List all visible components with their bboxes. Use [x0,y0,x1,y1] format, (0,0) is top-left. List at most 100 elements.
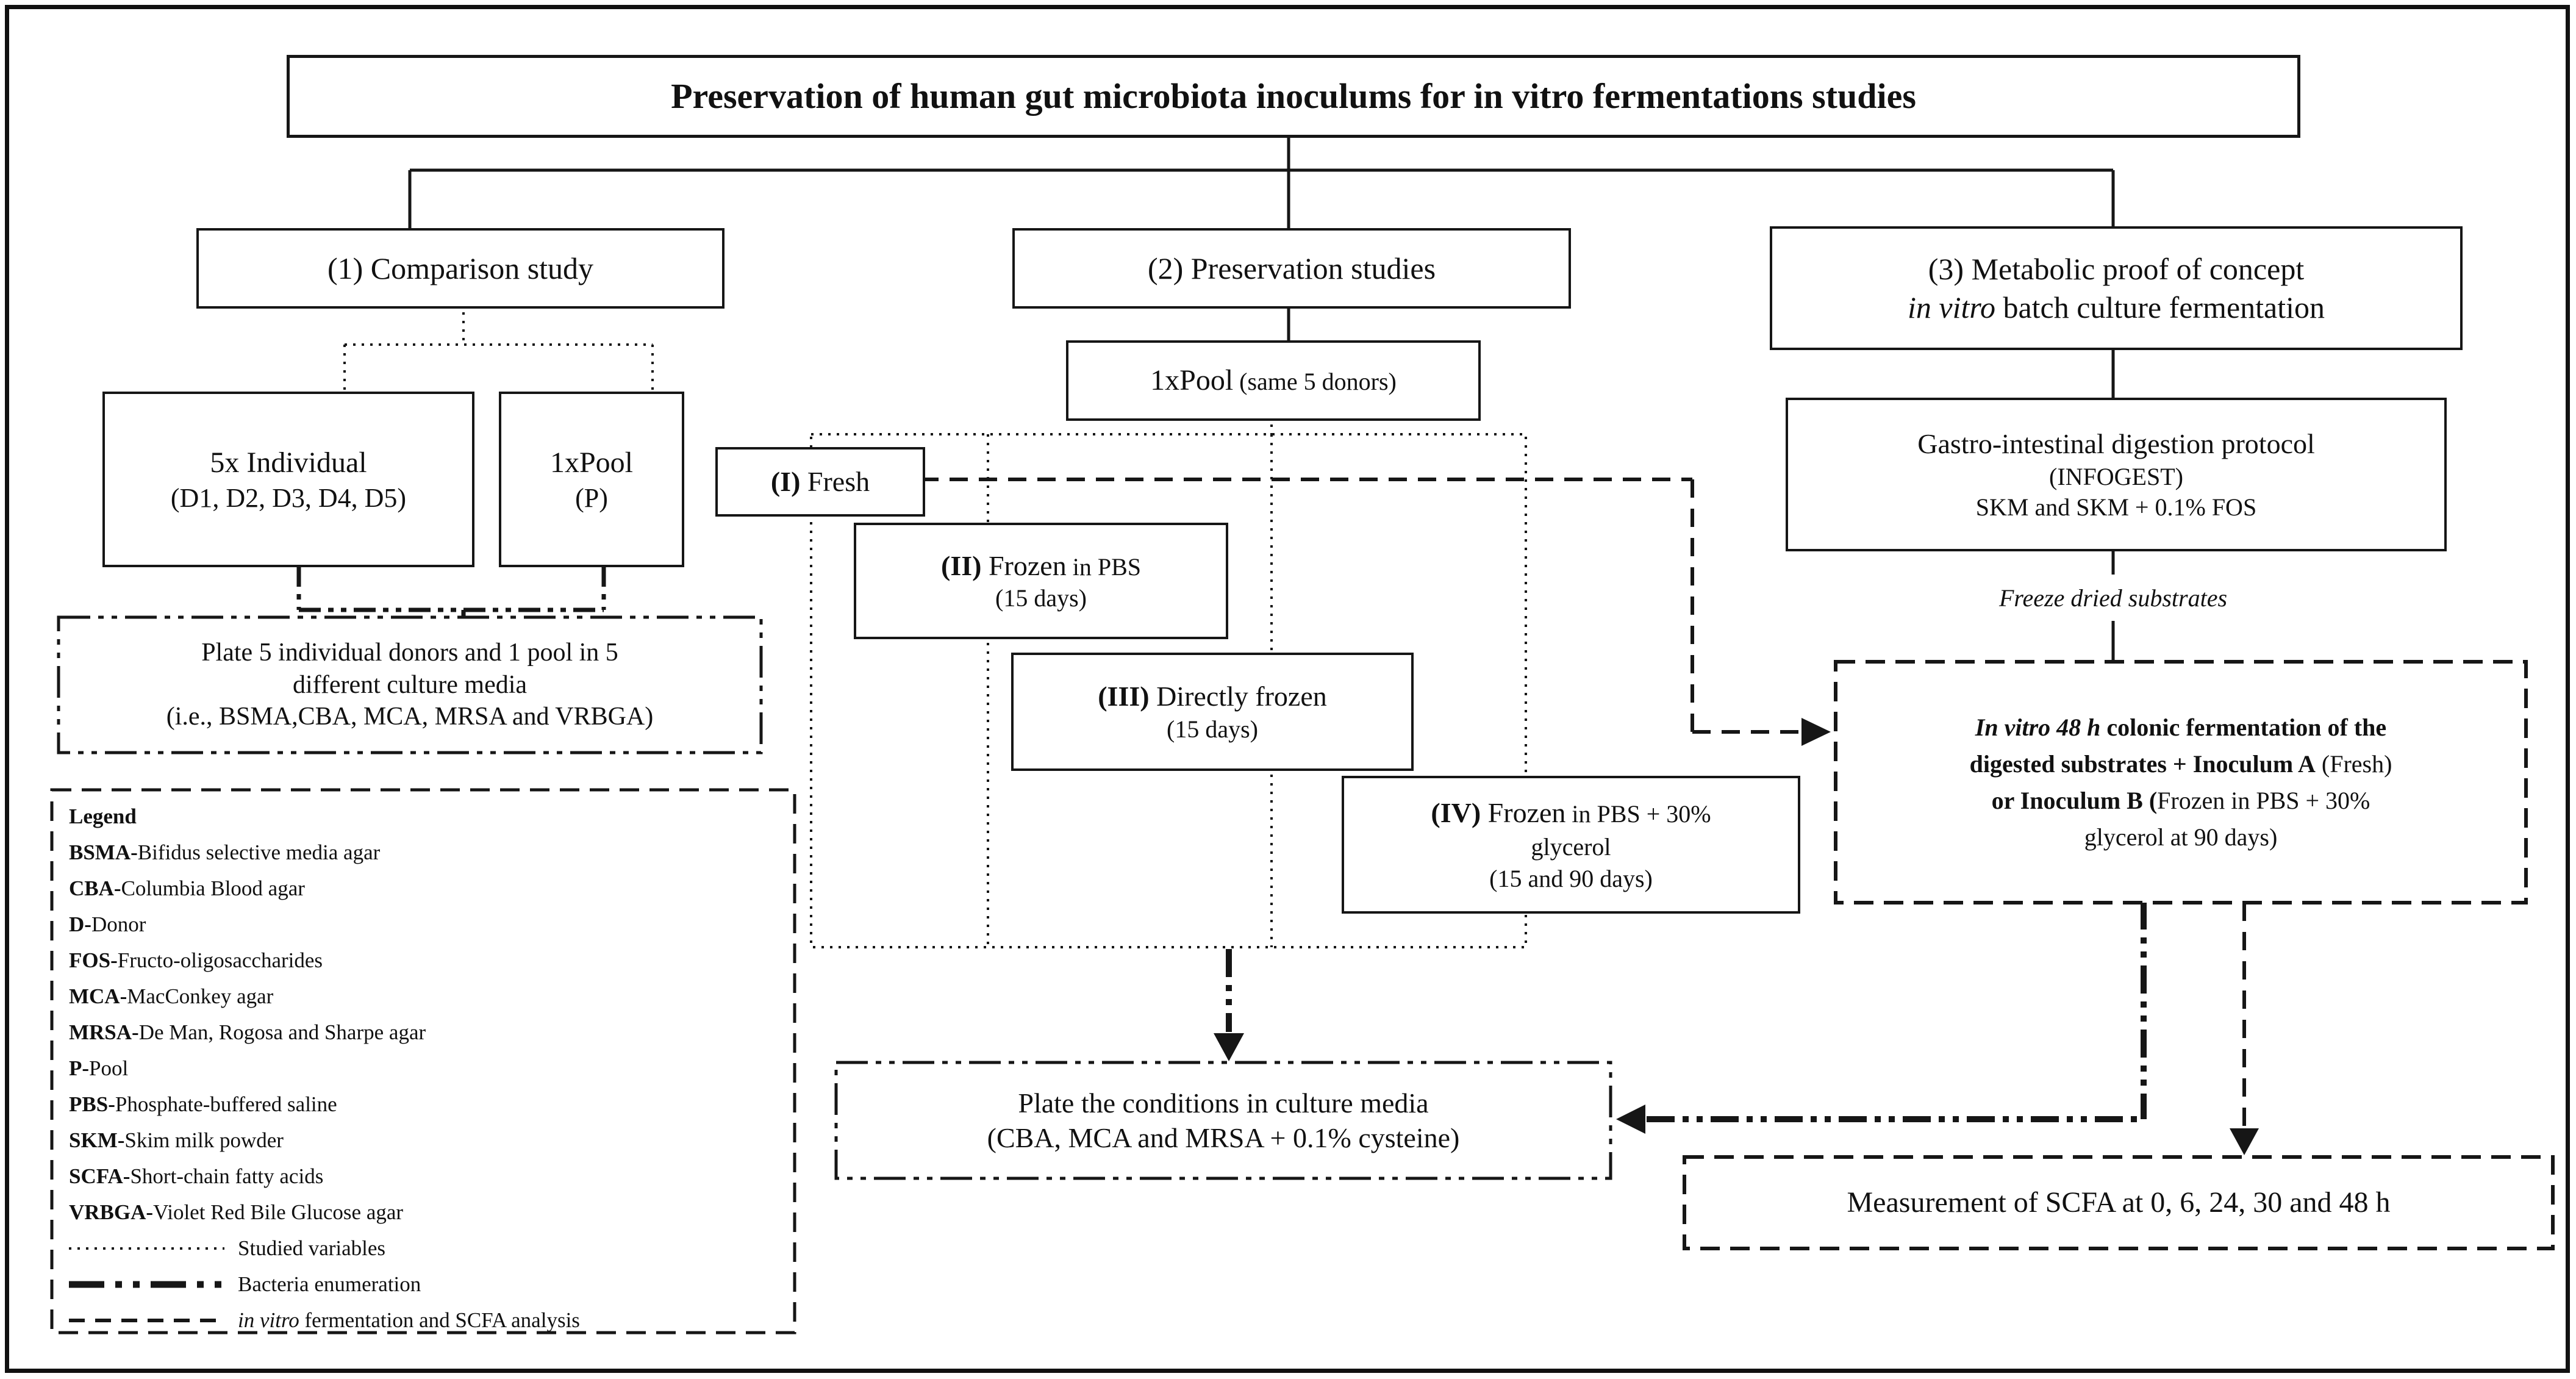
box-1xpool-p: 1xPool (P) [499,392,684,567]
figure-title-text: Preservation of human gut microbiota ino… [671,76,1916,116]
arrow-left-into-plate-conditions [1616,1105,1645,1134]
measurement-text: Measurement of SCFA at 0, 6, 24, 30 and … [1847,1186,2391,1219]
branch3-header-rest: batch culture fermentation [1995,290,2325,324]
box-digestion-protocol: Gastro-intestinal digestion protocol (IN… [1786,398,2447,551]
box-1xpool-p-line2: (P) [575,482,608,513]
box-5x-individual: 5x Individual (D1, D2, D3, D4, D5) [102,392,474,567]
legend-def: MacConkey agar [127,984,274,1008]
legend-item-skm: SKM- Skim milk powder [69,1122,795,1158]
legend-def: Violet Red Bile Glucose agar [153,1200,404,1224]
directly-frozen-title: Directly frozen [1149,681,1327,712]
legend-term: MRSA- [69,1020,139,1044]
box-measurement-scfa: Measurement of SCFA at 0, 6, 24, 30 and … [1701,1166,2536,1239]
plate-conditions-line1: Plate the conditions in culture media [1018,1087,1429,1119]
dashdot-line-swatch-icon [69,1281,224,1288]
box-plate-conditions: Plate the conditions in culture media (C… [854,1071,1593,1170]
branch2-header: (2) Preservation studies [1012,228,1571,309]
fermentation-line2: digested substrates + Inoculum A (Fresh) [1970,746,2392,783]
fresh-numeral: (I) [770,466,801,498]
box-1xpool-same-donors: 1xPool (same 5 donors) [1066,340,1481,421]
legend-item-mrsa: MRSA- De Man, Rogosa and Sharpe agar [69,1014,795,1050]
legend-def: Phosphate-buffered saline [115,1092,337,1116]
frozen-pbs-title: Frozen [981,550,1067,581]
fermentation-line4: glycerol at 90 days) [2084,823,2278,851]
fermentation-l3-rest: Frozen in PBS + 30% [2157,786,2370,814]
frozen-pbs-line1: (II) Frozen in PBS [941,548,1141,584]
legend-item-bsma: BSMA- Bifidus selective media agar [69,834,795,870]
freeze-dried-text: Freeze dried substrates [1998,584,2228,612]
branch3-header-line2: in vitro batch culture fermentation [1908,288,2325,327]
directly-frozen-line1: (III) Directly frozen [1098,679,1327,714]
legend-heading-text: Legend [69,804,137,828]
fermentation-line1: In vitro 48 h colonic fermentation of th… [1975,709,2386,746]
frozen-pbs-small: in PBS [1066,553,1141,581]
legend-def: Pool [89,1056,129,1080]
legend-term: PBS- [69,1092,115,1116]
directly-frozen-line2: (15 days) [1167,715,1258,743]
figure-outer-border [5,5,2570,1373]
legend-style-dotted: Studied variables [69,1230,795,1266]
legend-def: Skim milk powder [124,1128,284,1152]
legend-def: De Man, Rogosa and Sharpe agar [138,1020,426,1044]
legend-style-dashdot-label: Bacteria enumeration [238,1272,421,1296]
box-condition-directly-frozen: (III) Directly frozen (15 days) [1011,653,1414,771]
legend-def: Bifidus selective media agar [137,840,381,864]
arrow-right-into-fermentation [1801,718,1831,746]
legend-style-dashdot: Bacteria enumeration [69,1266,795,1302]
legend-style-dashed-italic: in vitro [238,1308,299,1332]
fermentation-l1-rest: colonic fermentation of the [2100,713,2387,741]
frozen-glycerol-small: in PBS + 30% [1565,800,1711,828]
frozen-glycerol-numeral: (IV) [1431,797,1481,829]
digestion-line2: (INFOGEST) [2049,462,2183,490]
legend-style-dashed-label: in vitro fermentation and SCFA analysis [238,1308,580,1333]
dashdot-enumeration-connectors-left [296,565,606,616]
box-5x-individual-line2: (D1, D2, D3, D4, D5) [170,482,407,513]
frozen-glycerol-title: Frozen [1481,797,1566,829]
plate-five-line2: different culture media [292,670,528,699]
frozen-glycerol-line3: (15 and 90 days) [1489,864,1653,892]
fresh-title: Fresh [800,466,870,498]
legend-item-d: D- Donor [69,906,795,942]
dashdot-enumeration-connectors-mid [1226,901,2147,1122]
fermentation-line3: or Inoculum B (Frozen in PBS + 30% [1992,783,2370,819]
box-condition-fresh: (I) Fresh [715,447,925,517]
plate-conditions-line2: (CBA, MCA and MRSA + 0.1% cysteine) [987,1122,1460,1153]
legend-style-dotted-label: Studied variables [238,1236,386,1260]
branch3-header-italic: in vitro [1907,290,1995,324]
legend-box: Legend BSMA- Bifidus selective media aga… [52,790,795,1333]
pool-main: 1xPool [1150,364,1234,396]
branch1-header-text: (1) Comparison study [327,251,594,285]
legend-term: FOS- [69,948,118,972]
legend-item-p: P- Pool [69,1050,795,1086]
fermentation-l3-bold: or Inoculum B ( [1991,786,2158,814]
legend-item-mca: MCA- MacConkey agar [69,978,795,1014]
fermentation-l1-italic: In vitro 48 h [1975,713,2101,741]
legend-term: P- [69,1056,90,1080]
directly-frozen-numeral: (III) [1098,681,1150,712]
digestion-line1: Gastro-intestinal digestion protocol [1917,428,2315,460]
fermentation-l2-bold: digested substrates + Inoculum A [1969,750,2316,778]
frozen-glycerol-line1: (IV) Frozen in PBS + 30% [1431,795,1711,831]
condition-fresh-text: (I) Fresh [771,464,870,500]
legend-item-pbs: PBS- Phosphate-buffered saline [69,1086,795,1122]
label-freeze-dried: Freeze dried substrates [1900,576,2327,620]
legend-def: Fructo-oligosaccharides [117,948,323,972]
legend-term: SKM- [69,1128,125,1152]
legend-def: Columbia Blood agar [121,876,305,900]
legend-term: VRBGA- [69,1200,154,1224]
box-condition-frozen-glycerol: (IV) Frozen in PBS + 30% glycerol (15 an… [1342,776,1800,914]
legend-term: D- [69,912,91,936]
legend-term: CBA- [69,876,121,900]
frozen-pbs-numeral: (II) [941,550,982,581]
solid-tree-connectors [408,132,2115,663]
legend-term: BSMA- [69,840,138,864]
legend-term: MCA- [69,984,127,1008]
arrow-down-into-measurement [2230,1128,2259,1155]
branch1-header: (1) Comparison study [196,228,724,309]
frozen-pbs-line2: (15 days) [995,584,1087,612]
box-5x-individual-line1: 5x Individual [210,446,367,479]
figure-title: Preservation of human gut microbiota ino… [287,55,2300,138]
box-1xpool-p-line1: 1xPool [549,446,634,479]
legend-style-dashed-rest: fermentation and SCFA analysis [299,1308,580,1332]
